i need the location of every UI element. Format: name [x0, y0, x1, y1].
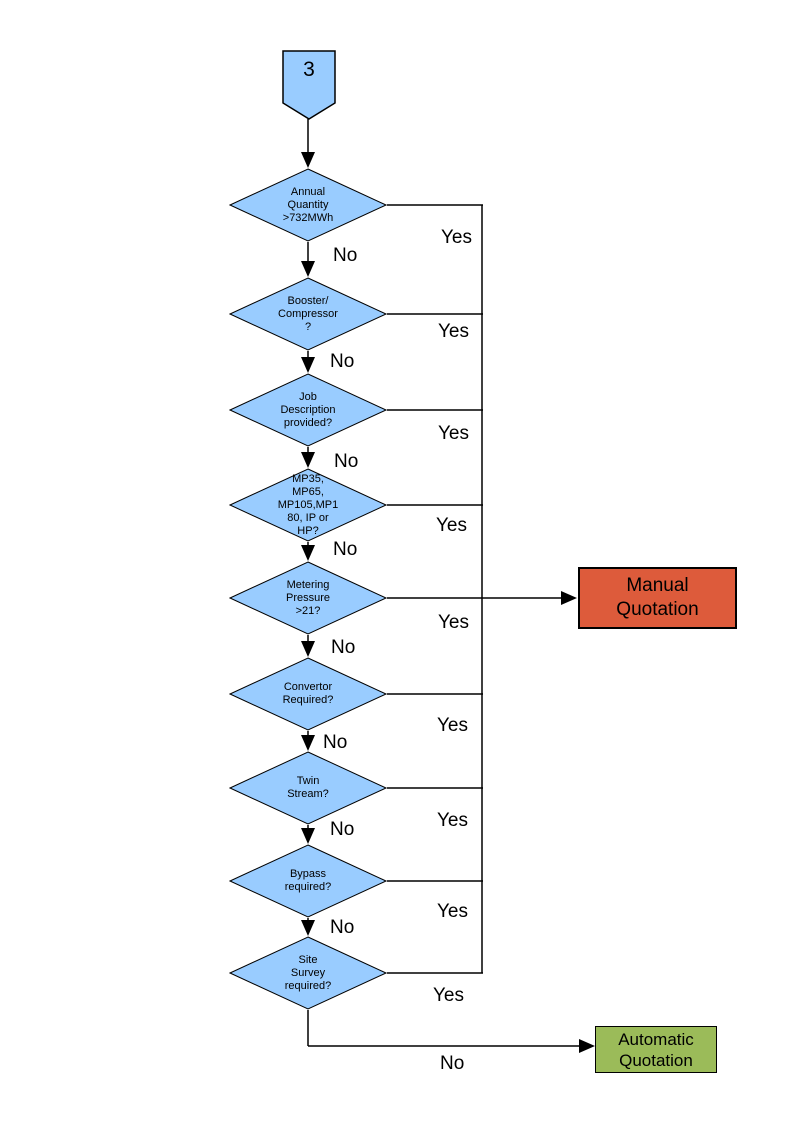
no-label: No — [333, 245, 358, 266]
decision-text-line: HP? — [297, 524, 319, 537]
automatic-quotation-box: Automatic Quotation — [595, 1026, 717, 1073]
decision-label: Metering Pressure >21? — [229, 561, 387, 635]
no-label: No — [333, 539, 358, 560]
decision-twin-stream: Twin Stream? — [229, 751, 387, 825]
decision-label: Annual Quantity >732MWh — [229, 168, 387, 242]
arrowhead-down-icon — [301, 545, 315, 561]
decision-text-line: Bypass — [289, 868, 327, 880]
flow-lines — [307, 119, 581, 1047]
diamond-shape — [229, 277, 387, 351]
arrowhead-down-icon — [301, 452, 315, 468]
decision-convertor-required: Convertor Required? — [229, 657, 387, 731]
diamond-shape — [229, 468, 387, 542]
yes-label: Yes — [438, 612, 469, 633]
decision-text-line: >21? — [295, 604, 321, 617]
yes-label: Yes — [433, 985, 464, 1006]
yes-label: Yes — [437, 810, 468, 831]
decision-text-line: Convertor — [283, 681, 333, 693]
diamond-shape — [229, 657, 387, 731]
yes-label: Yes — [438, 423, 469, 444]
decision-text-line: 80, IP or — [287, 511, 329, 524]
yes-label: Yes — [437, 901, 468, 922]
diamond-shape — [229, 561, 387, 635]
diamond-shape — [229, 936, 387, 1010]
no-label: No — [440, 1053, 465, 1074]
decision-text-line: Survey — [290, 966, 326, 979]
arrowhead-right-icon — [561, 591, 577, 605]
decision-text-line: Job — [299, 390, 317, 403]
diamond-shape — [229, 844, 387, 918]
yes-label: Yes — [437, 715, 468, 736]
decision-label: Job Description provided? — [229, 373, 387, 447]
decision-text-line: Site — [298, 953, 318, 966]
decision-text-line: Stream? — [287, 788, 329, 800]
decision-text-line: required? — [284, 881, 332, 893]
decision-booster-compressor: Booster/ Compressor ? — [229, 277, 387, 351]
arrowhead-down-icon — [301, 357, 315, 373]
decision-text-line: Booster/ — [287, 294, 329, 307]
no-label: No — [323, 732, 348, 753]
decision-text-line: required? — [284, 979, 332, 992]
decision-label: Twin Stream? — [229, 751, 387, 825]
decision-text-line: Twin — [296, 775, 320, 787]
decision-metering-pressure: Metering Pressure >21? — [229, 561, 387, 635]
diamond-shape — [229, 751, 387, 825]
arrowheads — [301, 152, 595, 1053]
arrowhead-down-icon — [301, 920, 315, 936]
decision-label: Booster/ Compressor ? — [229, 277, 387, 351]
decision-text-line: MP105,MP1 — [277, 498, 339, 511]
decision-site-survey: Site Survey required? — [229, 936, 387, 1010]
decision-text-line: Annual — [290, 185, 326, 198]
yes-label: Yes — [436, 515, 467, 536]
decision-text-line: Description — [280, 403, 336, 416]
no-label: No — [330, 917, 355, 938]
decision-label: Site Survey required? — [229, 936, 387, 1010]
manual-quotation-label: Manual Quotation — [616, 575, 699, 620]
arrowhead-down-icon — [301, 735, 315, 751]
decision-text-line: >732MWh — [282, 211, 334, 224]
decision-text-line: MP35, — [292, 472, 324, 485]
arrowhead-down-icon — [301, 828, 315, 844]
decision-pressure-tier: MP35, MP65, MP105,MP1 80, IP or HP? — [229, 468, 387, 542]
offpage-connector-3: 3 — [282, 50, 336, 120]
arrowhead-right-icon — [579, 1039, 595, 1053]
yes-label: Yes — [438, 321, 469, 342]
decision-text-line: Compressor — [278, 307, 338, 320]
decision-text-line: provided? — [283, 416, 333, 429]
no-label: No — [331, 637, 356, 658]
decision-job-description: Job Description provided? — [229, 373, 387, 447]
diamond-shape — [229, 168, 387, 242]
diamond-shape — [229, 373, 387, 447]
decision-label: Bypass required? — [229, 844, 387, 918]
decision-text-line: Quantity — [287, 198, 329, 211]
decision-annual-quantity: Annual Quantity >732MWh — [229, 168, 387, 242]
arrowhead-down-icon — [301, 152, 315, 168]
offpage-connector-shape — [282, 50, 336, 120]
decision-text-line: ? — [304, 320, 312, 333]
decision-text-line: Required? — [282, 694, 334, 706]
decision-label: MP35, MP65, MP105,MP1 80, IP or HP? — [229, 468, 387, 542]
decision-bypass-required: Bypass required? — [229, 844, 387, 918]
offpage-connector-label: 3 — [303, 58, 315, 81]
decision-label: Convertor Required? — [229, 657, 387, 731]
arrowhead-down-icon — [301, 641, 315, 657]
automatic-quotation-label: Automatic Quotation — [618, 1029, 694, 1070]
manual-quotation-box: Manual Quotation — [578, 567, 737, 629]
no-label: No — [334, 451, 359, 472]
decision-text-line: MP65, — [292, 485, 324, 498]
no-label: No — [330, 351, 355, 372]
no-label: No — [330, 819, 355, 840]
decision-text-line: Pressure — [285, 591, 331, 604]
decision-text-line: Metering — [286, 578, 330, 591]
yes-label: Yes — [441, 227, 472, 248]
arrowhead-down-icon — [301, 261, 315, 277]
